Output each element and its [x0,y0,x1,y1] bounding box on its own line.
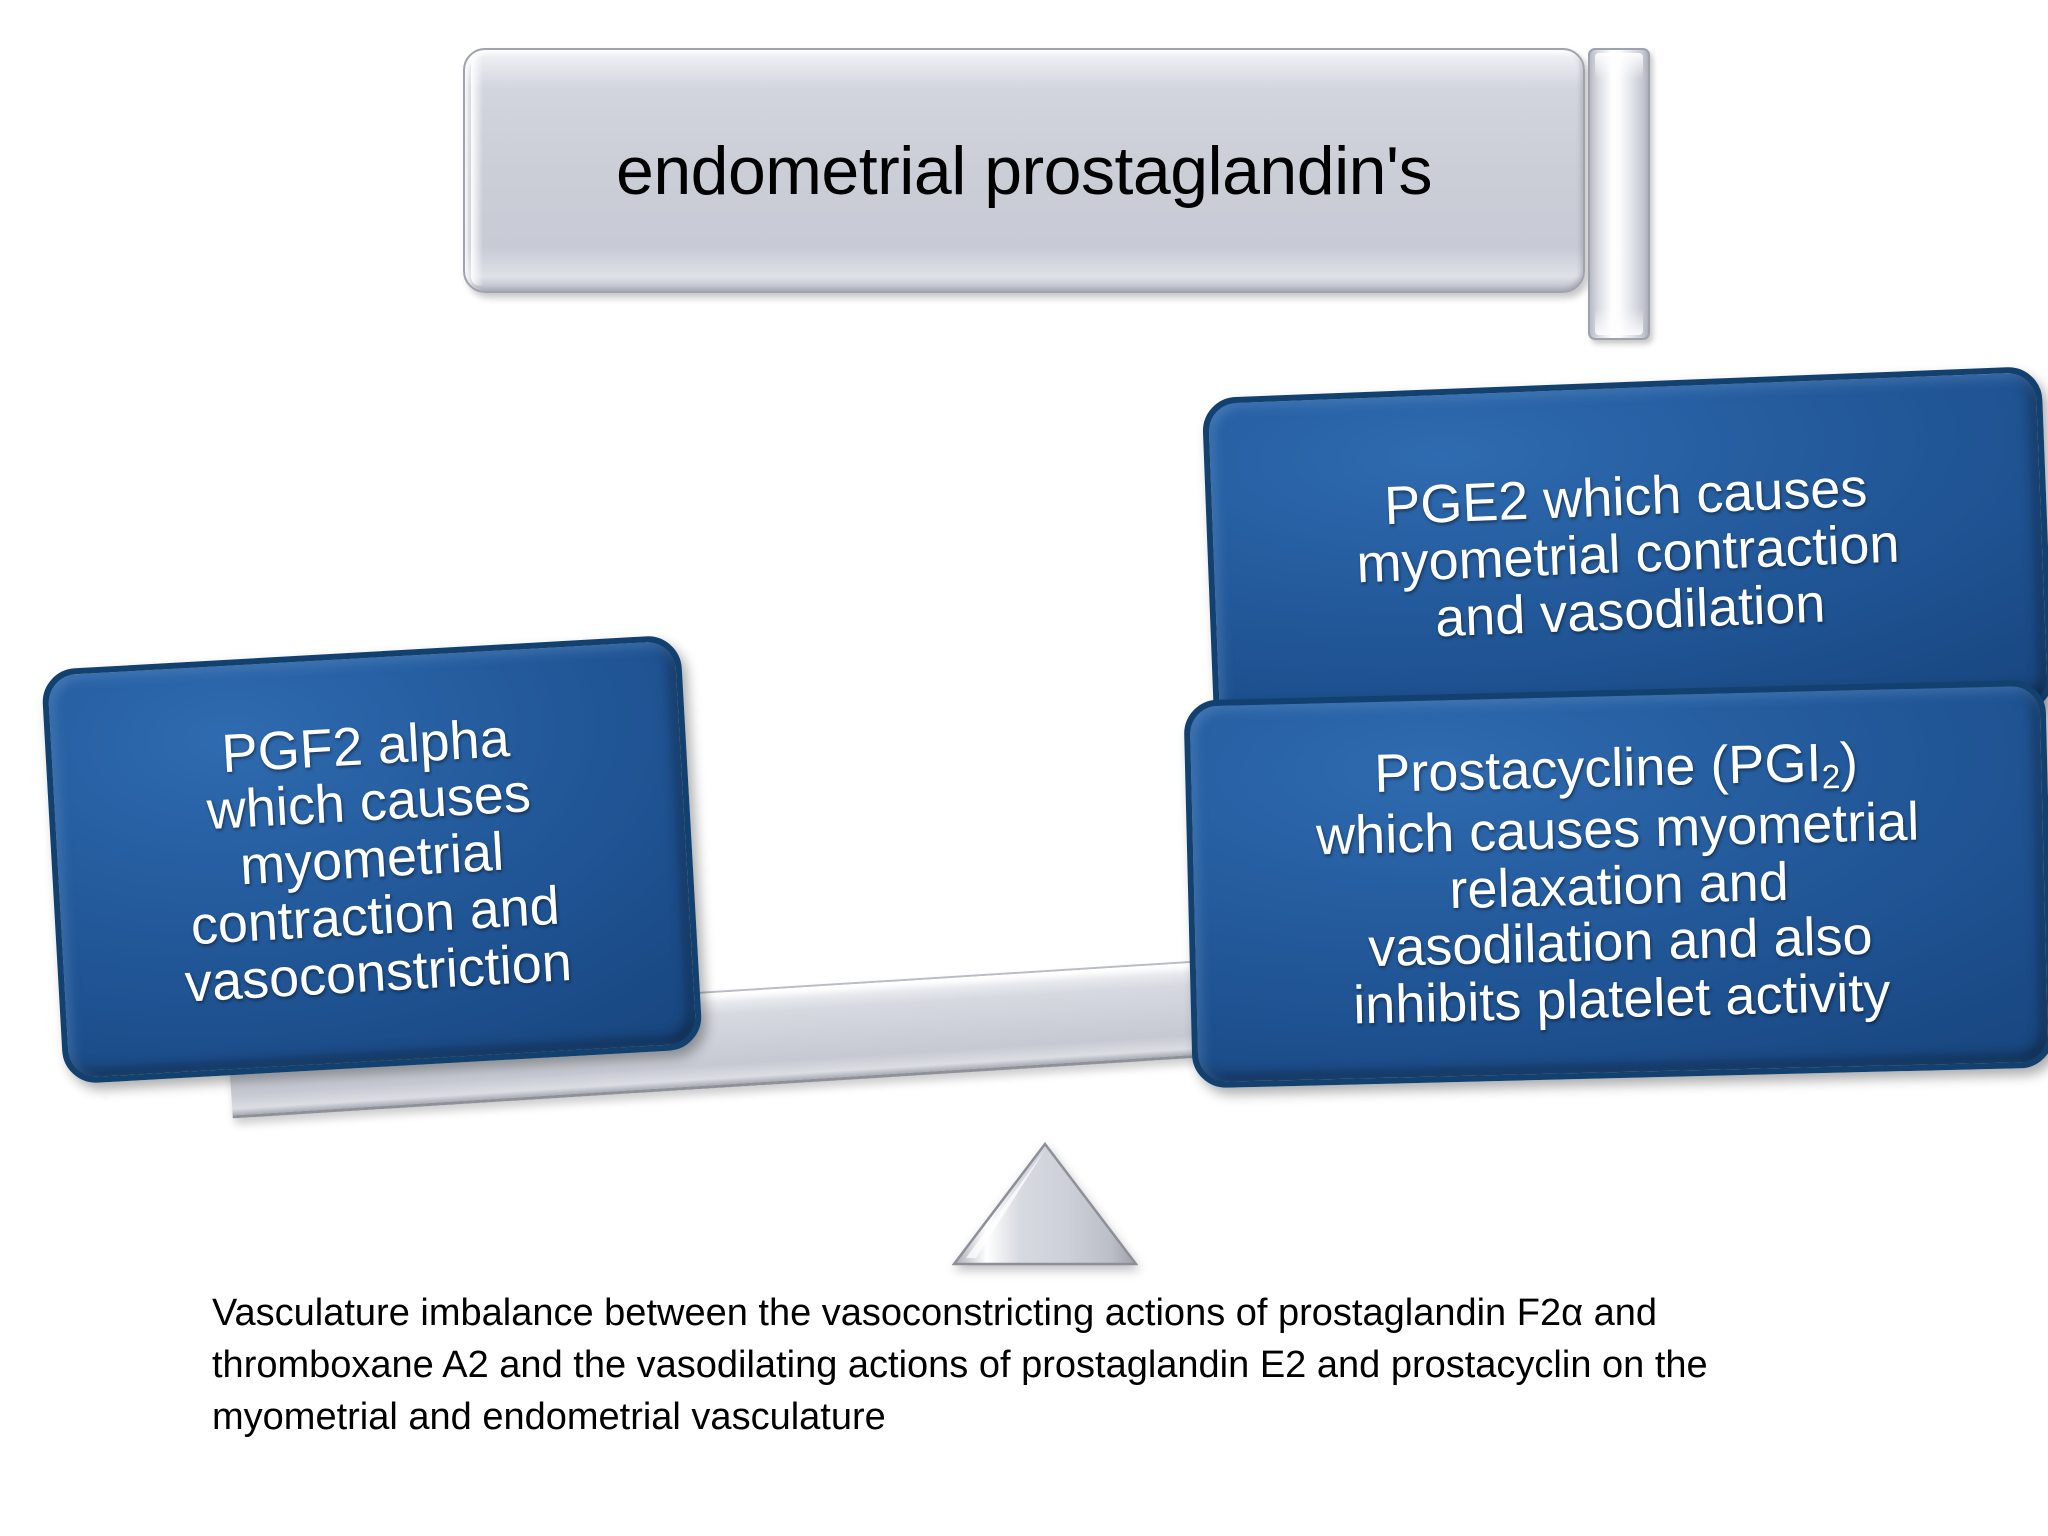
plaque-prostacycline: Prostacycline (PGI2) which causes myomet… [1183,679,2048,1089]
triangular-fulcrum-icon [952,1142,1138,1268]
plaque-pge2-text: PGE2 which causes myometrial contraction… [1229,454,2027,654]
plaque-prostacycline-text: Prostacycline (PGI2) which causes myomet… [1209,730,2030,1037]
plaque-pgf2-alpha: PGF2 alpha which causes myometrial contr… [40,634,704,1085]
page-title: endometrial prostaglandin's [616,132,1432,209]
title-side-bar-decoration [1588,48,1650,340]
figure-caption: Vasculature imbalance between the vasoco… [212,1292,1708,1438]
plaque-pgf2-alpha-text: PGF2 alpha which causes myometrial contr… [69,701,676,1017]
title-plaque: endometrial prostaglandin's [463,48,1585,293]
